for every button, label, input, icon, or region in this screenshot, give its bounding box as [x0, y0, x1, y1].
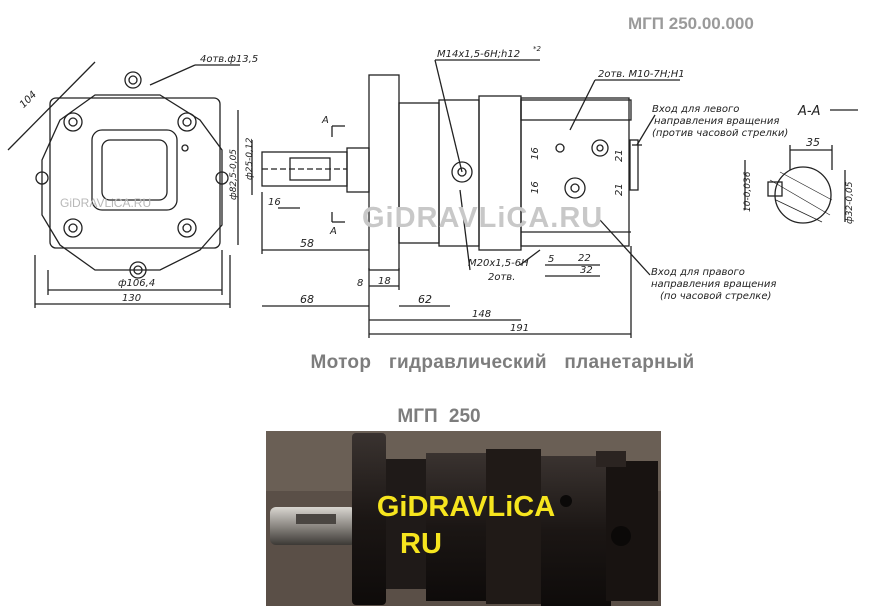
dim-191: 191 [510, 323, 529, 334]
dim-8: 8 [357, 278, 363, 289]
photo-watermark-line1: GiDRAVLiCA [376, 491, 556, 523]
dim-m10: 2отв. М10-7Н;Н1 [598, 69, 685, 80]
dim-32: 32 [580, 265, 593, 276]
drawing-watermark: GiDRAVLiCA.RU [362, 202, 604, 234]
section-a-a [744, 109, 858, 224]
dim-16-a: 16 [530, 147, 541, 160]
dim-key: 10-0,036 [743, 171, 753, 212]
motor-illustration [266, 431, 661, 606]
dim-shaft-section: ф32-0,05 [845, 181, 855, 224]
dim-148: 148 [472, 309, 491, 320]
product-model: МГП 250 [397, 406, 481, 427]
section-mark-a-bottom: А [329, 226, 337, 237]
dim-thread-top: М14х1,5-6Н;h12 [437, 49, 520, 60]
product-caption: Мотор гидравлический планетарный [310, 352, 695, 373]
note-left-3: (против часовой стрелки) [652, 128, 788, 139]
dim-16-b: 16 [530, 181, 541, 194]
note-right-1: Вход для правого [651, 267, 745, 278]
dim-18: 18 [378, 276, 391, 287]
dim-104: 104 [18, 89, 39, 110]
drawing-watermark-small: GiDRAVLiCA.RU [60, 196, 152, 210]
side-view [237, 59, 680, 338]
dim-58: 58 [300, 237, 314, 250]
dim-flange-dia: ф82,5-0,05 [229, 149, 239, 200]
note-left-2: направления вращения [654, 116, 779, 127]
product-photo: GiDRAVLiCA RU [266, 431, 661, 606]
dim-21-a: 21 [614, 149, 625, 162]
drawing-code: МГП 250.00.000 [628, 14, 754, 33]
note-left-1: Вход для левого [652, 104, 739, 115]
front-view [7, 61, 240, 308]
technical-drawing: 4отв.ф13,5 104 ф106,4 130 М14х1,5-6Н;h12… [7, 45, 858, 338]
dim-16-left: 16 [268, 197, 281, 208]
dim-5: 5 [548, 254, 554, 265]
note-right-2: направления вращения [651, 279, 776, 290]
dim-106: ф106,4 [118, 278, 155, 289]
dim-thread-top-sup: *2 [533, 45, 542, 53]
dim-68: 68 [300, 293, 314, 306]
dim-62: 62 [418, 293, 432, 306]
section-label: А-А [797, 104, 820, 119]
note-right-3: (по часовой стрелке) [660, 291, 771, 302]
dim-35: 35 [806, 136, 820, 149]
dim-22: 22 [578, 253, 591, 264]
dim-21-b: 21 [614, 183, 625, 196]
dim-shaft-dia: ф25-0,12 [245, 137, 255, 180]
dim-m20: М20х1,5-6Н [468, 258, 529, 269]
dim-holes: 4отв.ф13,5 [200, 54, 258, 65]
section-mark-a-top: А [321, 115, 329, 126]
photo-watermark-line2: RU [400, 528, 442, 560]
dim-130: 130 [122, 293, 141, 304]
dim-m20-count: 2отв. [488, 272, 515, 283]
